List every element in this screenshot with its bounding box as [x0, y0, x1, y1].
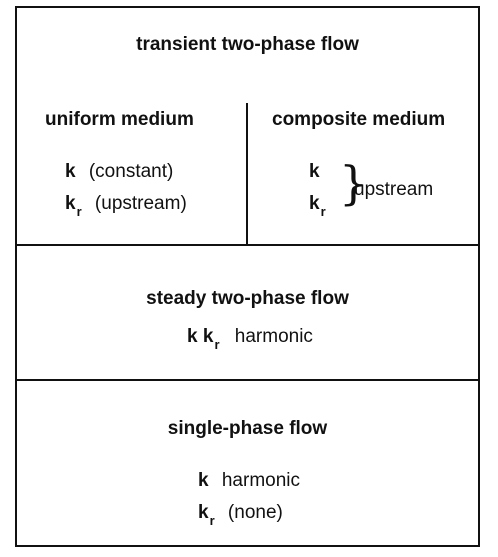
- composite-k-line: k: [309, 161, 320, 183]
- uniform-kr-note: (upstream): [94, 193, 187, 214]
- divider-uniform-composite: [246, 103, 248, 244]
- k-symbol: k: [65, 161, 76, 182]
- single-kr-line: kr (none): [198, 502, 283, 528]
- uniform-kr-line: kr (upstream): [65, 193, 187, 219]
- single-kr-note: (none): [227, 502, 283, 523]
- steady-note: harmonic: [234, 326, 313, 347]
- kr-symbol: k: [65, 193, 76, 214]
- divider-top-steady: [17, 244, 478, 246]
- steady-kkr-line: k kr harmonic: [187, 326, 313, 352]
- composite-medium-title: composite medium: [272, 109, 446, 130]
- k-symbol: k: [309, 161, 320, 182]
- uniform-k-line: k (constant): [65, 161, 173, 183]
- single-phase-title: single-phase flow: [167, 418, 328, 439]
- kr-subscript: r: [209, 513, 215, 528]
- kr-symbol: k: [202, 326, 214, 347]
- k-symbol: k: [187, 326, 198, 347]
- uniform-k-note: (constant): [88, 161, 174, 182]
- grouping-brace: }: [339, 156, 369, 210]
- kr-subscript: r: [214, 337, 220, 352]
- composite-kr-line: kr: [309, 193, 326, 219]
- transient-title: transient two-phase flow: [136, 34, 359, 55]
- kr-subscript: r: [76, 204, 82, 219]
- single-k-line: k harmonic: [198, 470, 300, 492]
- kr-symbol: k: [309, 193, 320, 214]
- kr-subscript: r: [320, 204, 326, 219]
- uniform-medium-title: uniform medium: [45, 109, 194, 130]
- composite-note: upstream: [354, 179, 434, 200]
- steady-title: steady two-phase flow: [146, 288, 349, 309]
- diagram-frame: transient two-phase flow uniform medium …: [15, 6, 480, 547]
- single-k-note: harmonic: [221, 470, 301, 491]
- k-symbol: k: [198, 470, 209, 491]
- divider-steady-single: [17, 379, 478, 381]
- kr-symbol: k: [198, 502, 209, 523]
